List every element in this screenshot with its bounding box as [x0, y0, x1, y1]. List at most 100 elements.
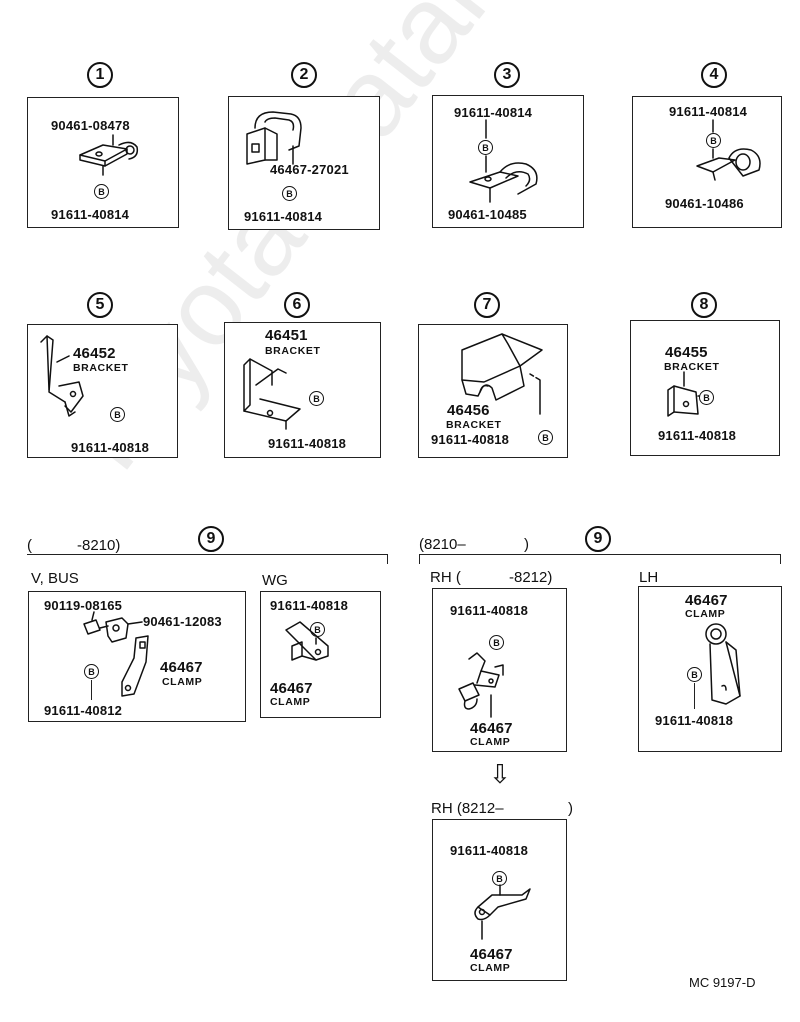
clamp-illustration [458, 652, 504, 718]
leader-line [694, 683, 695, 709]
group-bracket-line [27, 554, 387, 555]
part-number: 91611-40818 [71, 440, 150, 455]
panel-8 [630, 320, 780, 456]
callout-9: 9 [585, 526, 611, 552]
clamp-illustration [79, 134, 139, 176]
part-number: 46455 [665, 344, 708, 361]
bolt-mark: B [309, 391, 324, 406]
bolt-mark: B [282, 186, 297, 201]
panel-9-wg [260, 591, 381, 718]
range-close: ) [524, 536, 529, 553]
bolt-mark: B [94, 184, 109, 199]
part-number: 91611-40812 [44, 703, 123, 718]
leader-line [91, 680, 92, 700]
part-number: 91611-40818 [655, 713, 734, 728]
part-number: 46456 [447, 402, 490, 419]
part-number: 91611-40818 [431, 432, 510, 447]
subgroup-label: RH (8212– [431, 800, 504, 817]
subgroup-label: RH ( [430, 569, 461, 586]
panel-1 [27, 97, 179, 228]
part-number: 90119-08165 [44, 598, 123, 613]
clamp-illustration [696, 119, 761, 181]
bracket-illustration [243, 358, 301, 430]
callout-9: 9 [198, 526, 224, 552]
part-name: BRACKET [265, 345, 321, 357]
callout-5: 5 [87, 292, 113, 318]
part-name: BRACKET [73, 362, 129, 374]
part-number: 46467-27021 [270, 162, 349, 177]
part-number: 46467 [470, 946, 513, 963]
clamp-illustration [285, 621, 329, 661]
group-bracket-tick [419, 554, 420, 564]
part-number: 46467 [685, 592, 728, 609]
panel-9-lh [638, 586, 782, 752]
part-number: 91611-40814 [669, 104, 748, 119]
part-number: 91611-40818 [450, 603, 529, 618]
part-name: CLAMP [470, 736, 511, 748]
part-number: 46452 [73, 345, 116, 362]
range-start: (8210– [419, 536, 466, 553]
panel-9-rh-late [432, 819, 567, 981]
clamp-illustration [474, 884, 531, 940]
part-number: 91611-40814 [51, 207, 130, 222]
group-bracket-tick [387, 554, 388, 564]
bracket-illustration [40, 335, 84, 417]
panel-2 [228, 96, 380, 230]
callout-4: 4 [701, 62, 727, 88]
part-name: CLAMP [162, 676, 203, 688]
subgroup-label: V, BUS [31, 570, 79, 587]
part-number: 91611-40814 [244, 209, 323, 224]
part-number: 91611-40818 [658, 428, 737, 443]
bracket-illustration [461, 333, 543, 415]
subgroup-label: WG [262, 572, 288, 589]
part-number: 91611-40814 [454, 105, 533, 120]
clamp-illustration [246, 111, 302, 165]
range-open: ( [27, 537, 32, 554]
panel-9-rh-early [432, 588, 567, 752]
callout-7: 7 [474, 292, 500, 318]
part-number: 90461-10485 [448, 207, 527, 222]
bolt-mark: B [687, 667, 702, 682]
bolt-mark: B [699, 390, 714, 405]
part-number: 91611-40818 [268, 436, 347, 451]
part-name: CLAMP [270, 696, 311, 708]
bolt-mark: B [84, 664, 99, 679]
group-bracket-tick [780, 554, 781, 564]
subgroup-label: LH [639, 569, 659, 586]
callout-8: 8 [691, 292, 717, 318]
part-name: BRACKET [664, 361, 720, 373]
bolt-mark: B [489, 635, 504, 650]
clamp-illustration [83, 611, 149, 697]
subgroup-label: ) [568, 800, 573, 817]
part-number: 46467 [160, 659, 203, 676]
part-name: CLAMP [470, 962, 511, 974]
subgroup-label: -8212) [509, 569, 553, 586]
part-number: 91611-40818 [270, 598, 349, 613]
part-number: 46467 [270, 680, 313, 697]
part-number: 90461-12083 [143, 614, 222, 629]
bolt-mark: B [538, 430, 553, 445]
part-number: 46467 [470, 720, 513, 737]
callout-6: 6 [284, 292, 310, 318]
panel-9-vbus [28, 591, 246, 722]
bolt-mark: B [492, 871, 507, 886]
group-bracket-line [419, 554, 781, 555]
clamp-illustration [705, 623, 741, 705]
callout-1: 1 [87, 62, 113, 88]
callout-3: 3 [494, 62, 520, 88]
panel-3 [432, 95, 584, 228]
bolt-mark: B [478, 140, 493, 155]
clamp-illustration [469, 119, 538, 203]
part-number: 91611-40818 [450, 843, 529, 858]
range-end: -8210) [77, 537, 121, 554]
part-number: 90461-08478 [51, 118, 130, 133]
down-arrow-icon: ⇩ [489, 760, 511, 790]
bolt-mark: B [706, 133, 721, 148]
diagram-code: MC 9197-D [689, 975, 756, 990]
bolt-mark: B [110, 407, 125, 422]
part-number: 46451 [265, 327, 308, 344]
part-number: 90461-10486 [665, 196, 744, 211]
part-name: BRACKET [446, 419, 502, 431]
part-name: CLAMP [685, 608, 726, 620]
callout-2: 2 [291, 62, 317, 88]
